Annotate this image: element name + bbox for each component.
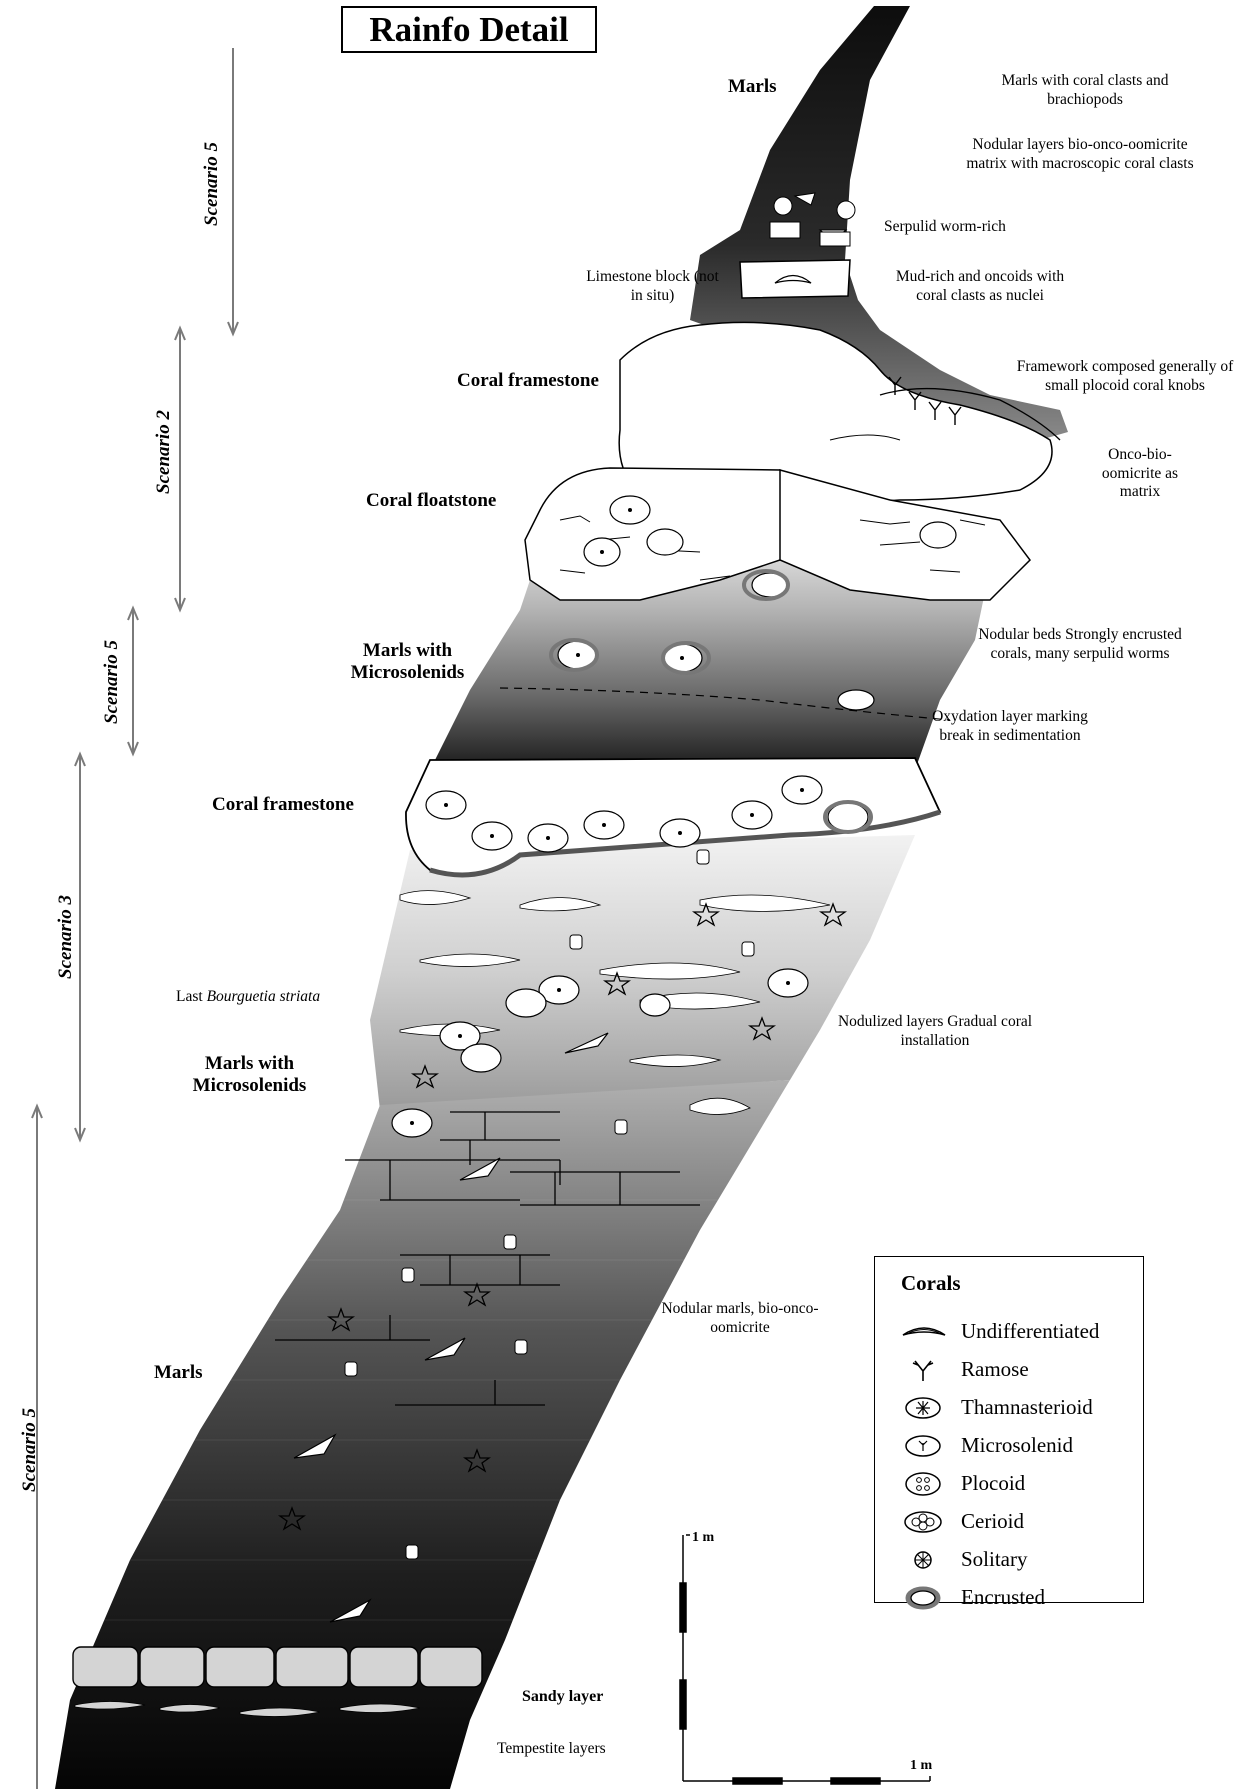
scenario-label-5: Scenario 5 <box>19 1395 43 1505</box>
thamnasterioid-coral-icon <box>899 1395 949 1421</box>
note-onco-bio: Onco-bio- oomicrite as matrix <box>1080 446 1200 502</box>
legend-item-thamnasterioid: Thamnasterioid <box>875 1391 1143 1425</box>
legend-item-microsolenid: Microsolenid <box>875 1429 1143 1463</box>
scenario-label-4: Scenario 3 <box>55 882 79 992</box>
undifferentiated-coral-icon <box>899 1319 949 1345</box>
legend-item-encrusted: Encrusted <box>875 1581 1143 1611</box>
legend-item-ramose: Ramose <box>875 1353 1143 1387</box>
note-nodulized: Nodulized layers Gradual coral installat… <box>830 1013 1040 1050</box>
unit-tempestite: Tempestite layers <box>497 1740 606 1759</box>
unit-marls-bottom: Marls <box>154 1362 203 1384</box>
unit-coral-framestone-lower: Coral framestone <box>212 794 354 816</box>
note-last-prefix: Last <box>176 988 207 1005</box>
legend-label-microsolenid: Microsolenid <box>961 1433 1073 1458</box>
unit-coral-floatstone: Coral floatstone <box>366 490 496 512</box>
legend-item-solitary: Solitary <box>875 1543 1143 1577</box>
scale-vertical-label: 1 m <box>692 1530 714 1546</box>
legend-label-undifferentiated: Undifferentiated <box>961 1319 1099 1344</box>
note-nodular-marls: Nodular marls, bio-onco-oomicrite <box>655 1300 825 1337</box>
legend-label-thamnasterioid: Thamnasterioid <box>961 1395 1093 1420</box>
unit-marls-microsolenids-lower: Marls with Microsolenids <box>172 1053 327 1097</box>
solitary-coral-icon <box>899 1547 949 1573</box>
ramose-coral-icon <box>899 1357 949 1383</box>
note-serpulid: Serpulid worm-rich <box>884 218 1006 237</box>
legend-item-undifferentiated: Undifferentiated <box>875 1315 1143 1349</box>
scenario-label-3: Scenario 5 <box>101 627 125 737</box>
unit-marls-microsolenids-upper: Marls with Microsolenids <box>330 640 485 684</box>
scenario-label-1: Scenario 5 <box>201 129 225 239</box>
legend: Corals Undifferentiated Ramose Thamnaste… <box>874 1256 1144 1603</box>
note-mud-rich: Mud-rich and oncoids with coral clasts a… <box>890 268 1070 305</box>
note-framework: Framework composed generally of small pl… <box>1000 358 1250 395</box>
plocoid-coral-icon <box>899 1471 949 1497</box>
note-marls-coral-clasts: Marls with coral clasts and brachiopods <box>970 72 1200 109</box>
legend-heading: Corals <box>901 1271 961 1296</box>
unit-coral-framestone-upper: Coral framestone <box>457 370 599 392</box>
note-last-species: Bourguetia striata <box>207 988 321 1005</box>
legend-item-cerioid: Cerioid <box>875 1505 1143 1539</box>
note-nodular-layers: Nodular layers bio-onco-oomicrite matrix… <box>960 136 1200 173</box>
note-nodular-beds: Nodular beds Strongly encrusted corals, … <box>975 626 1185 663</box>
legend-label-encrusted: Encrusted <box>961 1585 1045 1610</box>
note-oxydation: Oxydation layer marking break in sedimen… <box>920 708 1100 745</box>
diagram-title: Rainfo Detail <box>341 6 597 53</box>
scenario-label-2: Scenario 2 <box>153 397 177 507</box>
legend-item-plocoid: Plocoid <box>875 1467 1143 1501</box>
note-limestone-block: Limestone block (not in situ) <box>580 268 725 305</box>
sandy-layer <box>73 1647 482 1687</box>
legend-label-ramose: Ramose <box>961 1357 1029 1382</box>
legend-label-solitary: Solitary <box>961 1547 1028 1572</box>
legend-label-cerioid: Cerioid <box>961 1509 1024 1534</box>
scale-horizontal-label: 1 m <box>910 1758 932 1774</box>
unit-marls-top: Marls <box>728 76 777 98</box>
cerioid-coral-icon <box>899 1509 949 1535</box>
microsolenid-coral-icon <box>899 1433 949 1459</box>
legend-label-plocoid: Plocoid <box>961 1471 1025 1496</box>
unit-sandy-layer: Sandy layer <box>522 1686 603 1708</box>
encrusted-coral-icon <box>899 1585 949 1611</box>
note-last-bourguetia: Last Bourguetia striata <box>176 988 320 1007</box>
